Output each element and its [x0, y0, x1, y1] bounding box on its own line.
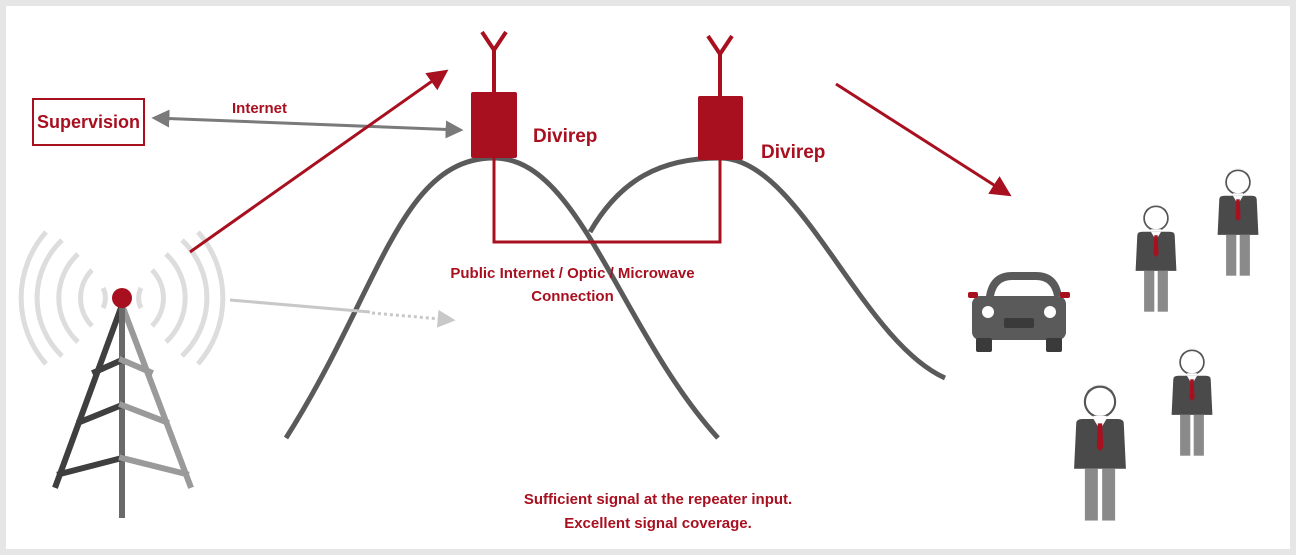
- coverage-curve-2: [587, 155, 947, 381]
- repeater-icon: [471, 92, 517, 158]
- person-icon: [1170, 347, 1214, 457]
- cell-tower-icon: [52, 288, 194, 518]
- car-icon: [968, 272, 1070, 352]
- internet-arrow: [151, 109, 464, 139]
- signal-waves-icon: [18, 230, 226, 366]
- coverage-arrow: [835, 82, 1012, 197]
- repeater-icon: [698, 96, 743, 160]
- weak-signal-arrow-dotted: [371, 309, 456, 328]
- person-icon: [1134, 203, 1178, 313]
- repeater-label-2: Divirep: [761, 142, 826, 163]
- caption-line1: Sufficient signal at the repeater input.: [523, 491, 793, 508]
- connection-label-line2: Connection: [531, 288, 614, 305]
- antenna-icon: [706, 34, 734, 96]
- antenna-icon: [480, 30, 508, 92]
- person-icon: [1216, 167, 1260, 277]
- person-icon: [1072, 383, 1128, 522]
- connection-label-line1: Public Internet / Optic / Microwave: [450, 265, 695, 282]
- repeater-connection-line: [492, 158, 722, 244]
- repeater-label-1: Divirep: [533, 126, 598, 147]
- connection-label: Public Internet / Optic / Microwave Conn…: [420, 262, 725, 308]
- internet-label: Internet: [232, 100, 288, 117]
- caption-line2: Excellent signal coverage.: [564, 515, 752, 532]
- supervision-box: Supervision: [32, 98, 145, 146]
- caption: Sufficient signal at the repeater input.…: [458, 488, 858, 536]
- donor-signal-arrow: [189, 69, 449, 254]
- weak-signal-arrow: [229, 298, 371, 314]
